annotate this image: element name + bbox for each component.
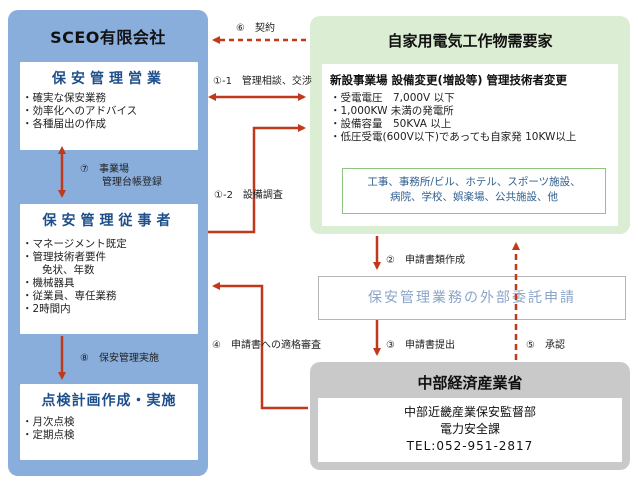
plan-card: 点検計画作成・実施 ・月次点検 ・定期点検 (20, 384, 198, 460)
list-item: ・効率化へのアドバイス (22, 105, 138, 117)
arrow-review (212, 282, 308, 410)
staff-title: 保安管理従事者 (42, 213, 176, 229)
customer-subtitle: 新設事業場 設備変更(増設等) 管理技術者変更 (330, 73, 568, 87)
customer-list: ・受電電圧 7,000V 以下 ・1,000KW 未満の発電所 ・設備容量 50… (330, 92, 576, 144)
staff-list: ・マネージメント既定 ・管理技術者要件 免状、年数 ・機械器具 ・従業員、専任業… (20, 238, 198, 316)
sales-title: 保安管理営業 (52, 71, 166, 87)
meti-line: 電力安全課 (439, 422, 500, 436)
application-box: 保安管理業務の外部委託申請 (318, 276, 626, 320)
facilities-line: 病院、学校、娯楽場、公共施設、他 (390, 191, 558, 203)
list-item: ・2時間内 (22, 303, 71, 315)
facilities-box: 工事、事務所/ビル、ホテル、スポーツ施設、 病院、学校、娯楽場、公共施設、他 (342, 168, 606, 214)
label-register: ⑦ 事業場管理台帳登録 (80, 164, 162, 188)
facilities-line: 工事、事務所/ビル、ホテル、スポーツ施設、 (367, 176, 581, 188)
sales-list: ・確実な保安業務 ・効率化へのアドバイス ・各種届出の作成 (20, 92, 198, 131)
label-submit: ③ 申請書提出 (386, 340, 455, 351)
sales-card: 保安管理営業 ・確実な保安業務 ・効率化へのアドバイス ・各種届出の作成 (20, 62, 198, 150)
list-item: ・管理技術者要件 (22, 251, 106, 263)
meti-line: 中部近畿産業保安監督部 (403, 405, 536, 419)
sceo-panel: SCEO有限会社 保安管理営業 ・確実な保安業務 ・効率化へのアドバイス ・各種… (8, 10, 208, 476)
list-item: ・設備容量 50KVA 以上 (330, 118, 452, 130)
sceo-title: SCEO有限会社 (50, 28, 166, 47)
meti-line: TEL:052-951-2817 (406, 439, 534, 453)
list-item: ・各種届出の作成 (22, 118, 106, 130)
staff-card: 保安管理従事者 ・マネージメント既定 ・管理技術者要件 免状、年数 ・機械器具 … (20, 204, 198, 334)
list-item: ・1,000KW 未満の発電所 (330, 105, 454, 117)
label-approval: ⑤ 承認 (526, 340, 565, 351)
list-item: ・月次点検 (22, 416, 75, 428)
list-item: ・確実な保安業務 (22, 92, 106, 104)
customer-card: 新設事業場 設備変更(増設等) 管理技術者変更 ・受電電圧 7,000V 以下 … (322, 64, 618, 226)
customer-panel: 自家用電気工作物需要家 新設事業場 設備変更(増設等) 管理技術者変更 ・受電電… (310, 16, 630, 234)
list-item: ・マネージメント既定 (22, 238, 127, 250)
label-implement: ⑧ 保安管理実施 (80, 353, 159, 364)
label-review: ④ 申請書への適格審査 (212, 340, 321, 351)
meti-panel: 中部経済産業省 中部近畿産業保安監督部 電力安全課 TEL:052-951-28… (310, 362, 630, 470)
list-item: ・受電電圧 7,000V 以下 (330, 92, 455, 104)
meti-card: 中部近畿産業保安監督部 電力安全課 TEL:052-951-2817 (318, 398, 622, 462)
label-consult: ①-1 管理相談、交渉 (213, 76, 312, 87)
plan-title: 点検計画作成・実施 (41, 393, 177, 409)
label-contract: ⑥ 契約 (236, 23, 275, 34)
customer-title: 自家用電気工作物需要家 (387, 32, 553, 50)
list-item: ・機械器具 (22, 277, 75, 289)
list-item: ・定期点検 (22, 429, 75, 441)
label-survey: ①-2 設備調査 (214, 190, 283, 201)
list-item: 免状、年数 (42, 264, 95, 276)
arrow-survey (208, 124, 306, 234)
list-item: ・低圧受電(600V以下)であっても自家発 10KW以上 (330, 131, 577, 143)
list-item: ・従業員、専任業務 (22, 290, 117, 302)
meti-title: 中部経済産業省 (417, 374, 523, 392)
plan-list: ・月次点検 ・定期点検 (20, 416, 198, 442)
label-documents: ② 申請書類作成 (386, 255, 465, 266)
